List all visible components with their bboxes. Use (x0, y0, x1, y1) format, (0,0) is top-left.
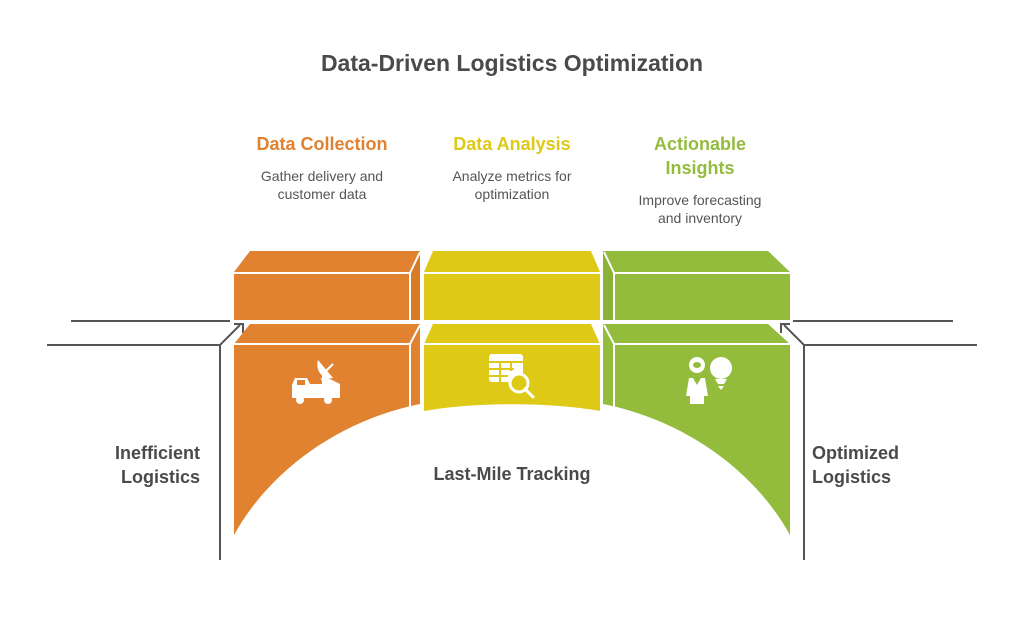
desc-line: Analyze metrics for (452, 168, 572, 184)
stage-title-line: Data Analysis (453, 134, 571, 154)
stage-desc-data-analysis: Analyze metrics for optimization (412, 167, 612, 203)
person-lightbulb-icon (686, 357, 732, 404)
desc-line: customer data (277, 186, 367, 202)
block-bottom-data-collection (234, 324, 421, 535)
right-label-line: Logistics (812, 467, 892, 487)
left-label-line: Logistics (120, 467, 200, 487)
right-label-line: Optimized (812, 443, 900, 463)
block-bottom-actionable-insights (603, 324, 790, 535)
desc-line: Gather delivery and (260, 168, 384, 184)
stage-title-line: Data Collection (256, 134, 388, 154)
stage-title-data-analysis: Data Analysis (412, 132, 612, 156)
stage-title-line: Insights (665, 158, 735, 178)
center-label: Last-Mile Tracking (433, 464, 591, 484)
stage-title-actionable-insights: Actionable Insights (600, 132, 800, 180)
diagram-title: Data-Driven Logistics Optimization (320, 50, 704, 76)
right-road-lines (780, 320, 977, 560)
left-road-lines (47, 320, 244, 560)
stage-title-line: Actionable (653, 134, 746, 154)
stage-desc-data-collection: Gather delivery and customer data (222, 167, 422, 203)
block-top-data-analysis (424, 251, 600, 320)
desc-line: and inventory (657, 210, 743, 226)
left-arrow-head (234, 323, 244, 333)
desc-line: Improve forecasting (638, 192, 762, 208)
stage-desc-actionable-insights: Improve forecasting and inventory (600, 191, 800, 227)
right-label: Optimized Logistics (812, 441, 932, 489)
right-lower-line (783, 324, 977, 346)
block-top-actionable-insights (603, 251, 790, 320)
satellite-truck-icon (292, 360, 340, 404)
left-lower-line (47, 324, 241, 346)
right-arrow-head (780, 323, 790, 333)
left-label-line: Inefficient (114, 443, 200, 463)
desc-line: optimization (474, 186, 550, 202)
left-label: Inefficient Logistics (100, 441, 200, 489)
block-top-data-collection (234, 251, 421, 320)
stage-title-data-collection: Data Collection (222, 132, 422, 156)
table-search-icon (489, 354, 535, 399)
